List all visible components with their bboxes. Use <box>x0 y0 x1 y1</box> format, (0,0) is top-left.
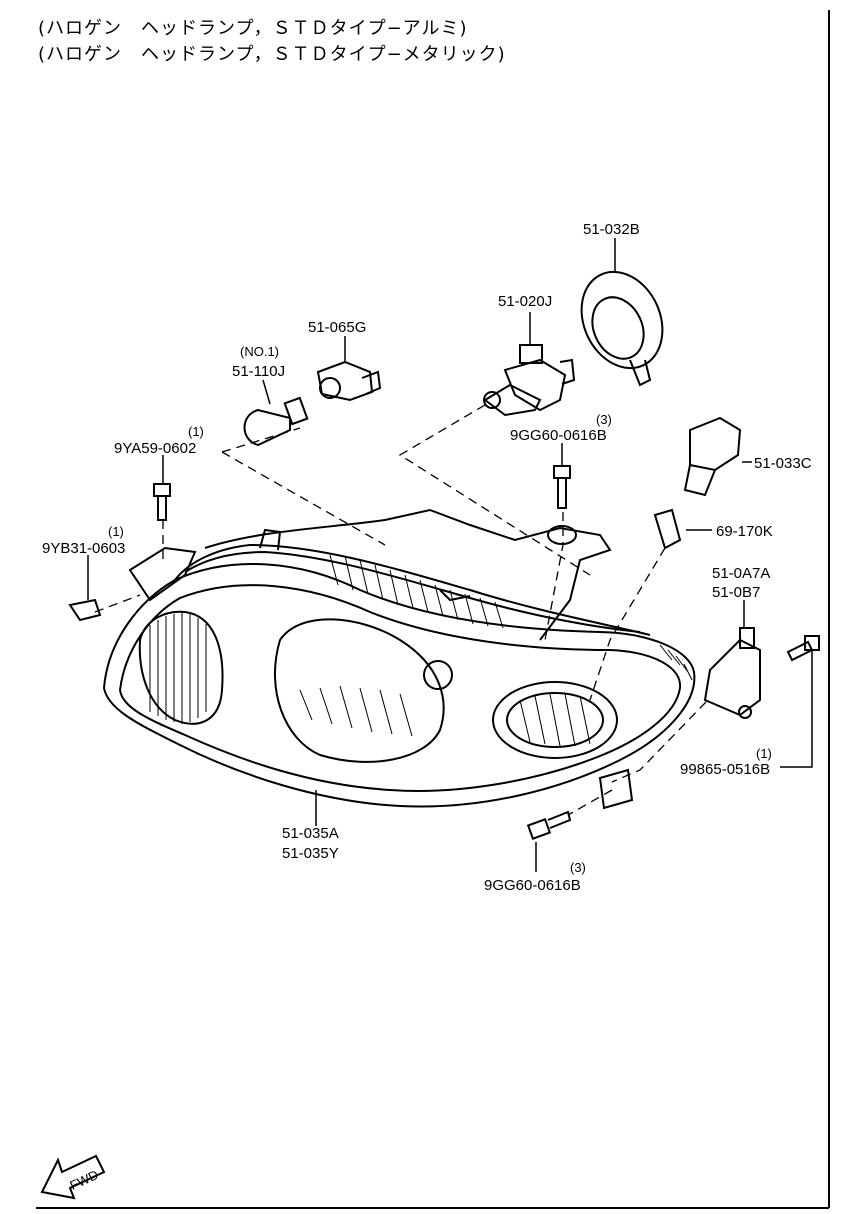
callout-51-0b7: 51-0B7 <box>712 584 760 601</box>
bolt-9gg60-top <box>547 465 577 545</box>
callout-51-033c: 51-033C <box>754 455 812 472</box>
qty-99865-0516b: (1) <box>756 746 772 761</box>
qty-9ya59-0602: (1) <box>188 424 204 439</box>
callout-99865-0516b: 99865-0516B <box>680 761 770 778</box>
lower-mount-tab <box>598 768 634 810</box>
callout-51-035y: 51-035Y <box>282 845 339 862</box>
clip-9yb31 <box>68 598 102 622</box>
headlamp-housing <box>102 508 696 808</box>
diagram-title-aluminum: (ハロゲン ヘッドランプ，ＳＴＤタイプ−アルミ) <box>38 18 468 39</box>
turn-signal-socket <box>316 360 382 402</box>
side-marker-socket <box>683 416 742 497</box>
qty-9yb31-0603: (1) <box>108 524 124 539</box>
callout-51-035a: 51-035A <box>282 825 339 842</box>
qty-51-110j: (NO.1) <box>240 344 279 359</box>
callout-9gg60-0616b-bottom: 9GG60-0616B <box>484 877 581 894</box>
bolt-9gg60-bottom <box>526 810 572 840</box>
callout-9gg60-0616b-top: 9GG60-0616B <box>510 427 607 444</box>
callout-51-032b: 51-032B <box>583 221 640 238</box>
callout-69-170k: 69-170K <box>716 523 773 540</box>
screw-99865 <box>786 635 820 662</box>
dashed-guide-lines <box>94 404 707 816</box>
callout-9yb31-0603: 9YB31-0603 <box>42 540 125 557</box>
qty-9gg60-0616b-top: (3) <box>596 412 612 427</box>
qty-9gg60-0616b-bottom: (3) <box>570 860 586 875</box>
callout-51-065g: 51-065G <box>308 319 366 336</box>
dust-cover <box>580 270 664 387</box>
callout-51-110j: 51-110J <box>232 363 285 380</box>
lens-hatching <box>149 554 693 747</box>
turn-signal-bulb <box>243 396 309 447</box>
bolt-9ya59 <box>153 483 171 521</box>
headlamp-bulb <box>483 344 576 417</box>
callout-51-0a7a: 51-0A7A <box>712 565 770 582</box>
fwd-arrow-icon: FWD <box>40 1154 106 1200</box>
callout-51-020j: 51-020J <box>498 293 552 310</box>
diagram-title-metallic: (ハロゲン ヘッドランプ，ＳＴＤタイプ−メタリック) <box>38 44 506 65</box>
leveling-adjuster <box>703 627 761 719</box>
side-marker-bulb <box>653 508 682 550</box>
leader-lines <box>87 238 813 872</box>
callout-9ya59-0602: 9YA59-0602 <box>114 440 196 457</box>
